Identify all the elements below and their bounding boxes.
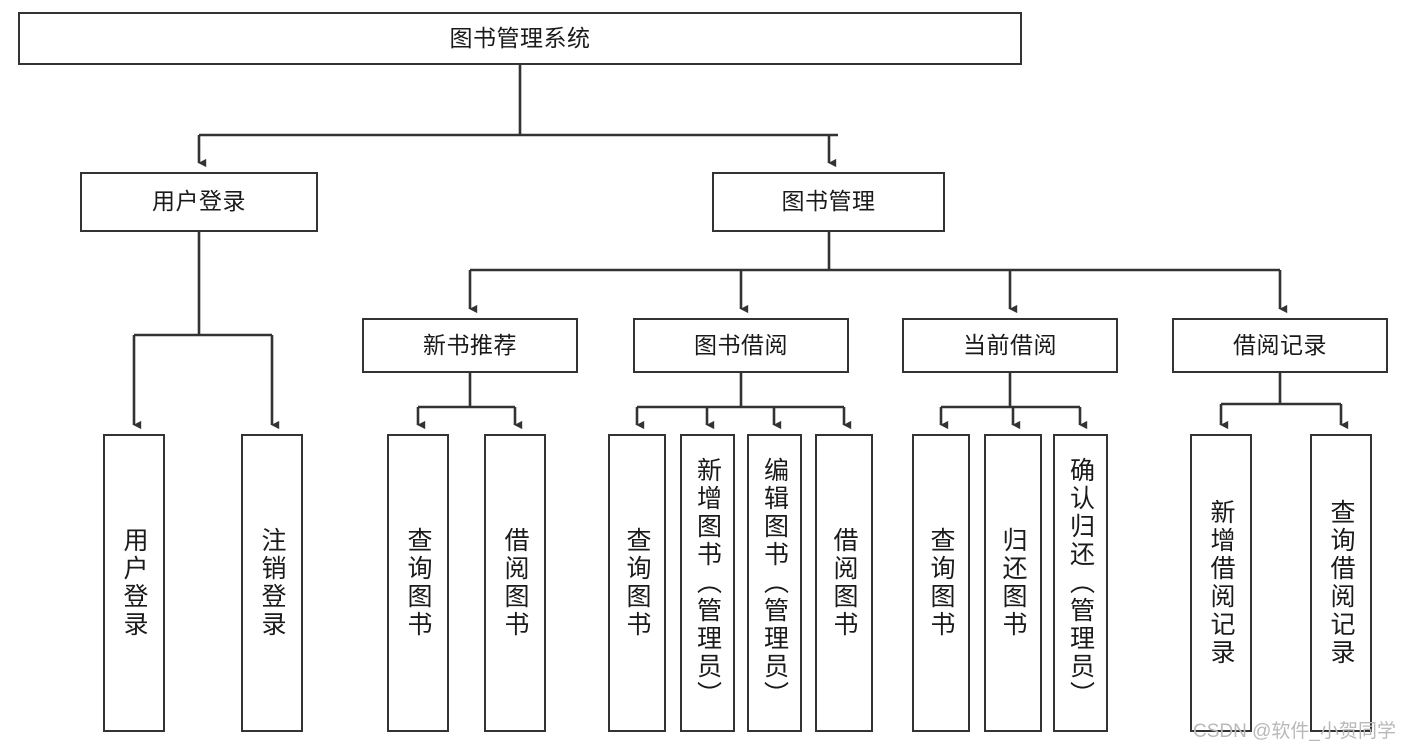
node-leaf-return-book-label: 归还图书 bbox=[999, 527, 1027, 639]
csdn-watermark: CSDN @软件_小贺同学 bbox=[1193, 721, 1396, 742]
node-leaf-user-login-label: 用户登录 bbox=[120, 527, 148, 639]
node-leaf-query-record[interactable]: 查询借阅记录 bbox=[1310, 434, 1372, 732]
node-leaf-logout[interactable]: 注销登录 bbox=[241, 434, 303, 732]
node-leaf-logout-label: 注销登录 bbox=[258, 527, 286, 639]
node-leaf-query-book-rec[interactable]: 查询图书 bbox=[387, 434, 449, 732]
node-leaf-query-record-label: 查询借阅记录 bbox=[1327, 499, 1355, 667]
node-borrow-record[interactable]: 借阅记录 bbox=[1172, 318, 1388, 373]
node-current-borrow-label: 当前借阅 bbox=[963, 331, 1057, 358]
node-new-book-rec-label: 新书推荐 bbox=[423, 331, 517, 358]
node-leaf-borrow-book-rec-label: 借阅图书 bbox=[501, 527, 529, 639]
node-user-login[interactable]: 用户登录 bbox=[80, 172, 318, 232]
node-book-borrow-label: 图书借阅 bbox=[694, 331, 788, 358]
node-current-borrow[interactable]: 当前借阅 bbox=[902, 318, 1118, 373]
node-new-book-rec[interactable]: 新书推荐 bbox=[362, 318, 578, 373]
node-leaf-query-book-rec-label: 查询图书 bbox=[404, 527, 432, 639]
node-book-manage-label: 图书管理 bbox=[781, 188, 876, 215]
node-user-login-label: 用户登录 bbox=[152, 188, 246, 215]
node-leaf-borrow-book[interactable]: 借阅图书 bbox=[815, 434, 873, 732]
node-leaf-add-record[interactable]: 新增借阅记录 bbox=[1190, 434, 1252, 732]
node-leaf-borrow-book-label: 借阅图书 bbox=[830, 527, 858, 639]
node-leaf-query-book-borrow-label: 查询图书 bbox=[623, 527, 651, 639]
node-leaf-add-record-label: 新增借阅记录 bbox=[1207, 499, 1235, 667]
node-borrow-record-label: 借阅记录 bbox=[1233, 331, 1327, 358]
node-leaf-return-book[interactable]: 归还图书 bbox=[984, 434, 1042, 732]
node-leaf-query-book-cur-label: 查询图书 bbox=[927, 527, 955, 639]
node-leaf-edit-book[interactable]: 编辑图书（管理员） bbox=[747, 434, 802, 732]
node-leaf-add-book[interactable]: 新增图书（管理员） bbox=[680, 434, 735, 732]
node-leaf-confirm-return-label: 确认归还（管理员） bbox=[1066, 457, 1095, 709]
node-root[interactable]: 图书管理系统 bbox=[18, 12, 1022, 65]
node-leaf-borrow-book-rec[interactable]: 借阅图书 bbox=[484, 434, 546, 732]
node-leaf-edit-book-label: 编辑图书（管理员） bbox=[760, 457, 789, 709]
node-root-label: 图书管理系统 bbox=[449, 24, 591, 51]
node-leaf-confirm-return[interactable]: 确认归还（管理员） bbox=[1053, 434, 1108, 732]
node-leaf-query-book-borrow[interactable]: 查询图书 bbox=[608, 434, 666, 732]
node-leaf-add-book-label: 新增图书（管理员） bbox=[693, 457, 722, 709]
node-leaf-query-book-cur[interactable]: 查询图书 bbox=[912, 434, 970, 732]
node-book-manage[interactable]: 图书管理 bbox=[712, 172, 945, 232]
node-book-borrow[interactable]: 图书借阅 bbox=[633, 318, 849, 373]
node-leaf-user-login[interactable]: 用户登录 bbox=[103, 434, 165, 732]
